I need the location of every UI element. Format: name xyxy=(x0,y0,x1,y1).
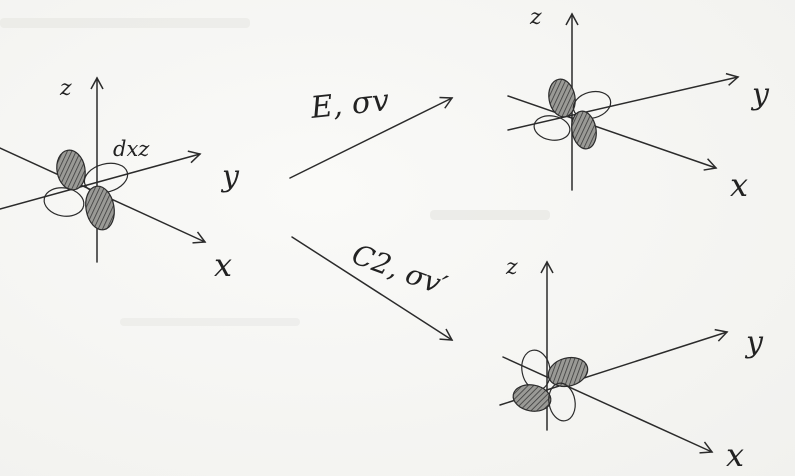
top-y-axis xyxy=(507,72,740,131)
bottom-x-label: x xyxy=(726,436,744,474)
original-orbital-panel: z y x dxz xyxy=(0,76,240,284)
lower-operation-arrow xyxy=(291,236,454,341)
upper-operation-arrow xyxy=(289,96,454,179)
bleed-through-marks xyxy=(0,18,550,326)
original-y-label: y xyxy=(220,159,240,194)
upper-operation-label: E, σv xyxy=(308,83,391,126)
orbital-label: dxz xyxy=(113,137,150,161)
bottom-z-label: z xyxy=(505,255,518,280)
original-dxz-lobes xyxy=(43,149,129,231)
original-y-axis xyxy=(0,150,202,210)
top-dxz-lobes xyxy=(533,78,612,150)
top-x-label: x xyxy=(730,166,748,204)
bottom-result-panel: z y x xyxy=(499,255,764,474)
top-x-axis xyxy=(507,95,718,171)
bottom-x-axis xyxy=(502,356,714,454)
operation-arrows: E, σv C2, σv′ xyxy=(289,83,454,341)
top-y-label: y xyxy=(750,77,770,112)
original-z-label: z xyxy=(59,76,72,101)
original-x-label: x xyxy=(214,246,232,284)
top-z-label: z xyxy=(529,5,542,30)
lower-operation-label: C2, σv′ xyxy=(348,238,452,303)
bottom-dxz-lobes xyxy=(512,349,589,422)
top-result-panel: z y x xyxy=(507,5,770,204)
bottom-y-label: y xyxy=(744,325,764,360)
